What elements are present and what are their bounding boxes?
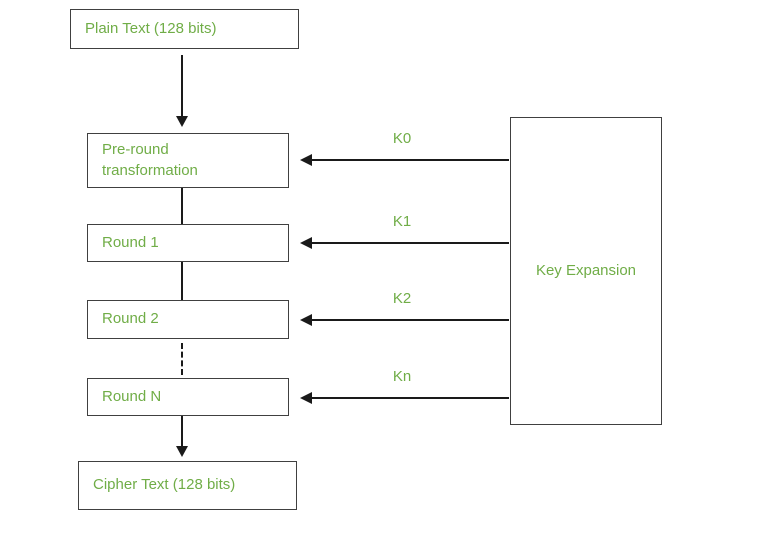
pre-round-transformation-label: Pre-round transformation	[102, 141, 198, 179]
round-n-label: Round N	[102, 387, 162, 405]
round-n-box: Round N	[87, 378, 289, 416]
arrow-shaft	[312, 319, 509, 321]
key-label-k2: K2	[392, 290, 412, 307]
cipher-text-box: Cipher Text (128 bits)	[78, 461, 297, 510]
arrowhead-down-icon	[176, 446, 188, 457]
cipher-text-label: Cipher Text (128 bits)	[93, 476, 236, 494]
key-expansion-label: Key Expansion	[535, 261, 637, 279]
arrowhead-left-icon	[300, 237, 312, 249]
key-label-k1: K1	[392, 213, 412, 230]
key-label-kn: Kn	[392, 368, 412, 385]
pre-round-transformation-box: Pre-round transformation	[87, 133, 289, 188]
arrowhead-left-icon	[300, 314, 312, 326]
connector-round1-to-round2	[181, 262, 183, 300]
round-1-label: Round 1	[102, 233, 159, 251]
round-1-box: Round 1	[87, 224, 289, 262]
plain-text-box: Plain Text (128 bits)	[70, 9, 299, 49]
arrowhead-down-icon	[176, 116, 188, 127]
key-label-k0: K0	[392, 130, 412, 147]
dashed-connector-round2-to-roundn	[181, 343, 183, 375]
arrow-shaft	[181, 416, 183, 447]
arrowhead-left-icon	[300, 154, 312, 166]
arrow-shaft	[312, 242, 509, 244]
arrowhead-left-icon	[300, 392, 312, 404]
plain-text-label: Plain Text (128 bits)	[85, 19, 217, 37]
arrow-shaft	[312, 159, 509, 161]
arrow-shaft	[181, 55, 183, 118]
key-expansion-box: Key Expansion	[510, 117, 662, 425]
round-2-label: Round 2	[102, 310, 159, 328]
arrow-shaft	[312, 397, 509, 399]
connector-preround-to-round1	[181, 188, 183, 224]
round-2-box: Round 2	[87, 300, 289, 339]
